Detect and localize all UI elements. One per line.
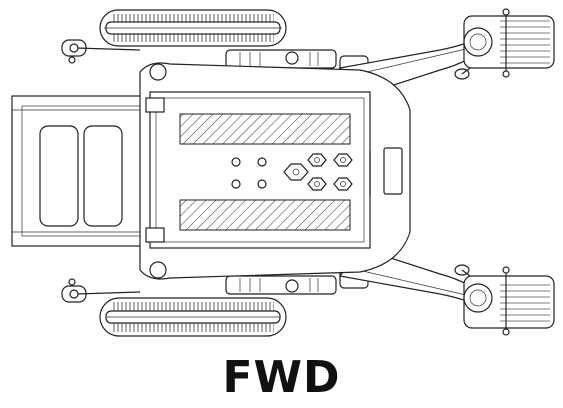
anti-tip-wheel-top bbox=[61, 39, 141, 64]
rear-frame bbox=[11, 95, 153, 247]
caster-bottom bbox=[463, 266, 555, 336]
caster-top bbox=[463, 8, 555, 78]
main-chassis bbox=[139, 62, 411, 280]
drive-type-caption: FWD bbox=[222, 352, 341, 403]
drive-wheel-bottom bbox=[99, 297, 287, 337]
hex-fasteners bbox=[283, 153, 353, 191]
round-fasteners bbox=[231, 157, 267, 189]
anti-tip-wheel-bottom bbox=[61, 278, 141, 303]
drive-wheel-top bbox=[99, 9, 287, 47]
